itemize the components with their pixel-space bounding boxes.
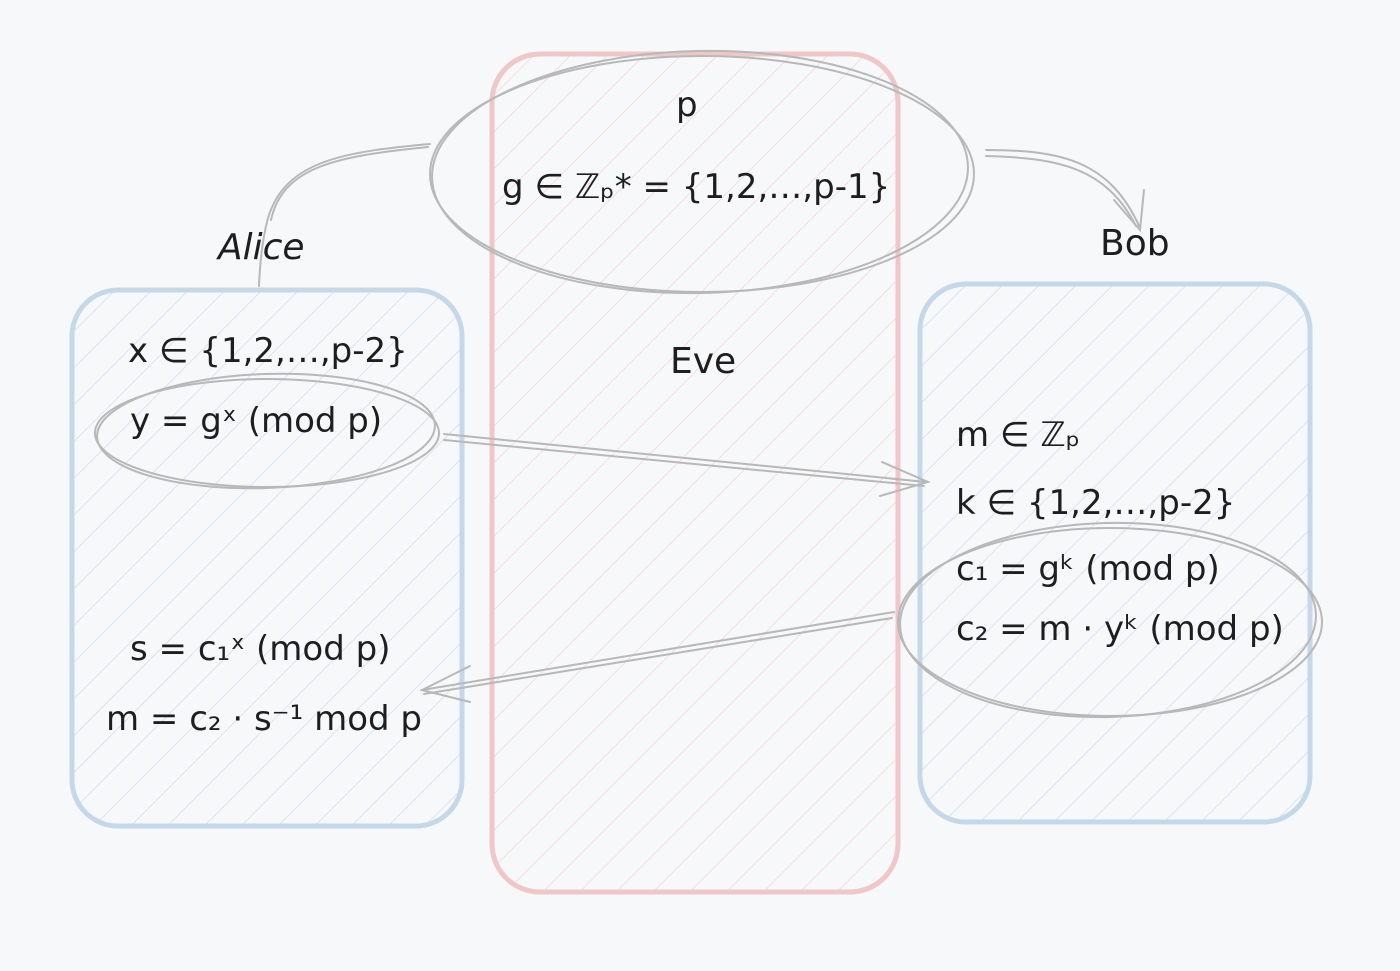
- public-g-label: g ∈ ℤₚ* = {1,2,…,p-1}: [502, 167, 891, 207]
- alice-s-line: s = c₁ˣ (mod p): [130, 629, 391, 669]
- bob-c1-line: c₁ = gᵏ (mod p): [956, 549, 1220, 589]
- alice-label: Alice: [218, 227, 305, 268]
- alice-y-ellipse: [94, 372, 440, 490]
- public-p-label: p: [676, 85, 698, 125]
- bob-c2-line: c₂ = m · yᵏ (mod p): [956, 609, 1284, 649]
- arrow-bob-to-alice: [419, 611, 895, 703]
- bob-label: Bob: [1100, 223, 1170, 264]
- arrow-alice-to-bob: [443, 433, 931, 497]
- alice-box: [69, 287, 465, 829]
- bob-ciphertext-ellipse: [897, 521, 1323, 719]
- alice-x-line: x ∈ {1,2,…,p-2}: [128, 331, 408, 371]
- public-params-ellipse: [429, 49, 975, 295]
- eve-box: [489, 51, 901, 895]
- alice-y-line: y = gˣ (mod p): [130, 401, 383, 441]
- bob-m-line: m ∈ ℤₚ: [956, 415, 1081, 455]
- arrow-public-to-alice: [258, 143, 431, 287]
- bob-box: [917, 281, 1313, 825]
- alice-m-line: m = c₂ · s⁻¹ mod p: [106, 699, 422, 739]
- eve-label: Eve: [670, 341, 737, 382]
- bob-k-line: k ∈ {1,2,…,p-2}: [956, 483, 1236, 523]
- arrow-public-to-bob: [985, 149, 1145, 233]
